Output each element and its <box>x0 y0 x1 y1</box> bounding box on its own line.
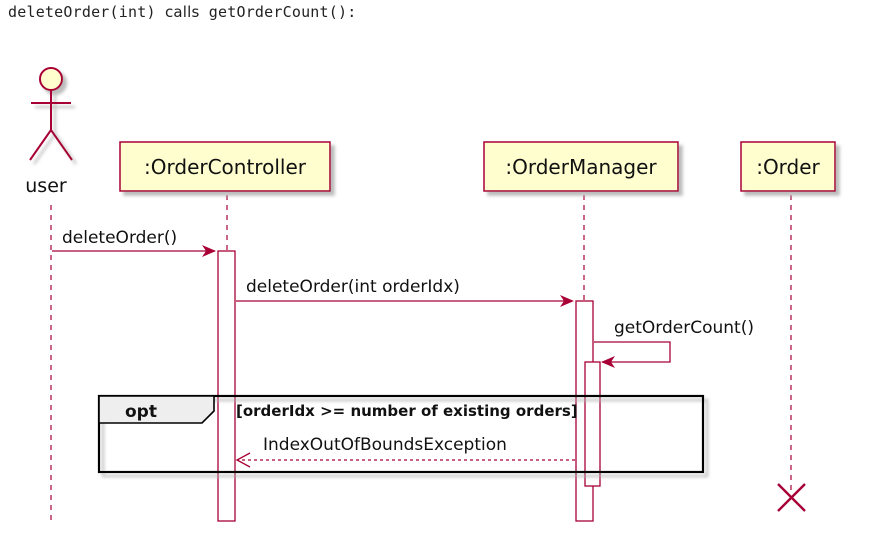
arrowhead-delete-order <box>202 245 216 257</box>
caption-verb: calls <box>164 3 200 21</box>
activation-order-manager-nested <box>584 361 601 487</box>
fragment-operator-tab <box>98 395 215 424</box>
fragment-guard: [orderIdx >= number of existing orders] <box>236 402 578 420</box>
message-label-exception: IndexOutOfBoundsException <box>263 435 507 455</box>
message-label-get-order-count: getOrderCount() <box>614 318 754 338</box>
participant-label-order-controller: :OrderController <box>144 155 307 179</box>
arrowhead-get-order-count <box>601 356 615 368</box>
participant-label-order: :Order <box>756 155 820 179</box>
participant-box-order-controller <box>119 141 331 192</box>
fragment-opt <box>97 394 705 474</box>
message-arrow-get-order-count <box>594 341 671 363</box>
participant-label-order-manager: :OrderManager <box>505 155 657 179</box>
caption-method: deleteOrder(int) <box>8 3 156 21</box>
participant-box-order <box>740 141 836 192</box>
diagram-caption: deleteOrder(int) calls getOrderCount(): <box>8 3 356 21</box>
fragment-operator: opt <box>125 402 157 422</box>
actor-user <box>29 67 73 161</box>
activation-order-controller <box>217 250 236 522</box>
caption-callee: getOrderCount(): <box>208 3 357 21</box>
arrowhead-delete-order-int <box>560 295 574 307</box>
message-label-delete-order-int: deleteOrder(int orderIdx) <box>246 277 460 297</box>
message-label-delete-order: deleteOrder() <box>62 228 177 248</box>
destroy-cross-icon <box>777 483 806 512</box>
actor-label: user <box>25 175 67 197</box>
arrowhead-exception <box>235 452 251 468</box>
participant-box-order-manager <box>483 141 679 192</box>
actor-head <box>39 67 63 91</box>
